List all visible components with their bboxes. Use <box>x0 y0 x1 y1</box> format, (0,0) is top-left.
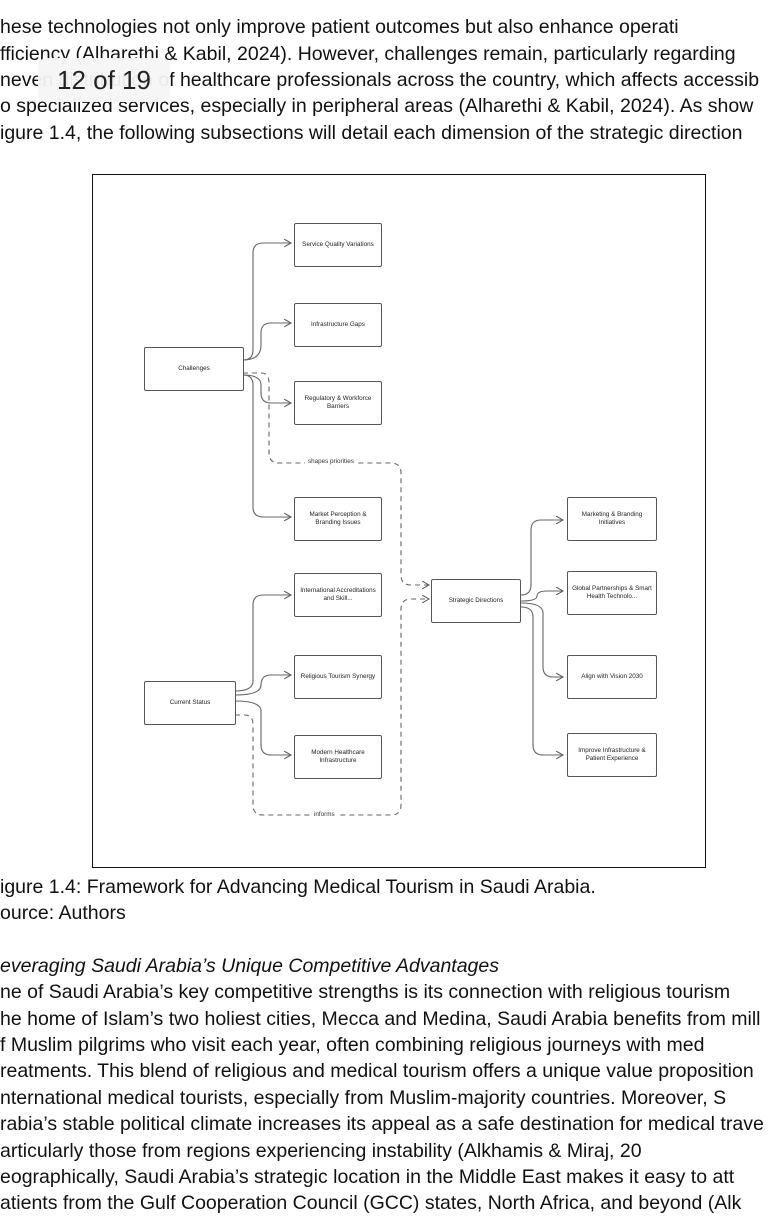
edge-challenges-infra <box>242 323 291 361</box>
text-line: he home of Islam’s two holiest cities, M… <box>0 1008 761 1030</box>
text-line: neven distribution of healthcare profess… <box>0 69 760 91</box>
node-global-partnerships: Global Partnerships & Smart Health Techn… <box>567 571 657 615</box>
text-line: fficiency (Alharethi & Kabil, 2024). How… <box>0 43 736 65</box>
node-modern-healthcare: Modern Healthcare Infrastructure <box>294 735 382 779</box>
text-line: articularly those from regions experienc… <box>0 1140 642 1162</box>
node-vision-2030: Align with Vision 2030 <box>567 655 657 699</box>
edge-status-modern <box>234 700 291 755</box>
edge-strategic-marketing <box>520 520 563 596</box>
node-current-status: Current Status <box>144 681 236 725</box>
section-heading: everaging Saudi Arabia’s Unique Competit… <box>0 955 500 977</box>
text-line: o specialized services, especially in pe… <box>0 95 754 117</box>
text-line: nternational medical tourists, especiall… <box>0 1087 727 1109</box>
edge-status-religious <box>234 675 291 696</box>
edge-strategic-vision <box>520 602 563 677</box>
node-service-quality: Service Quality Variations <box>294 223 382 267</box>
text-line: igure 1.4, the following subsections wil… <box>0 122 743 144</box>
text-line: f Muslim pilgrims who visit each year, o… <box>0 1034 705 1056</box>
node-religious-tourism: Religious Tourism Synergy <box>294 655 382 699</box>
diagram-edges <box>234 175 707 816</box>
figure-frame: Challenges Service Quality Variations In… <box>92 174 706 868</box>
text-line: ne of Saudi Arabia’s key competitive str… <box>0 981 731 1003</box>
edge-challenges-market <box>242 374 291 517</box>
text-line: eographically, Saudi Arabia’s strategic … <box>0 1166 735 1188</box>
node-infrastructure-gaps: Infrastructure Gaps <box>294 303 382 347</box>
node-improve-infrastructure: Improve Infrastructure & Patient Experie… <box>567 733 657 777</box>
node-strategic-directions: Strategic Directions <box>431 579 521 623</box>
edge-challenges-regulatory <box>242 374 291 403</box>
edge-challenges-service <box>242 243 291 361</box>
text-line: rabia’s stable political climate increas… <box>0 1113 764 1135</box>
text-line: hese technologies not only improve patie… <box>0 16 679 38</box>
edge-strategic-global <box>520 591 563 602</box>
page-indicator: 12 of 19 <box>38 58 170 102</box>
text-line: reatments. This blend of religious and m… <box>0 1060 754 1082</box>
edge-informs <box>235 599 429 816</box>
figure-caption: igure 1.4: Framework for Advancing Medic… <box>0 876 596 898</box>
figure-source: ource: Authors <box>0 902 126 924</box>
edge-strategic-improve <box>520 606 563 755</box>
node-market-perception: Market Perception & Branding Issues <box>294 497 382 541</box>
node-marketing-branding: Marketing & Branding Initiatives <box>567 497 657 541</box>
node-regulatory: Regulatory & Workforce Barriers <box>294 381 382 425</box>
node-challenges: Challenges <box>144 347 244 391</box>
node-international-accreditations: International Accreditations and Skill..… <box>294 573 382 617</box>
edge-label-informs: informs <box>311 811 338 819</box>
edge-label-shapes-priorities: shapes priorities <box>305 458 357 466</box>
text-line: atients from the Gulf Cooperation Counci… <box>0 1192 742 1214</box>
edge-status-accred <box>234 595 291 692</box>
